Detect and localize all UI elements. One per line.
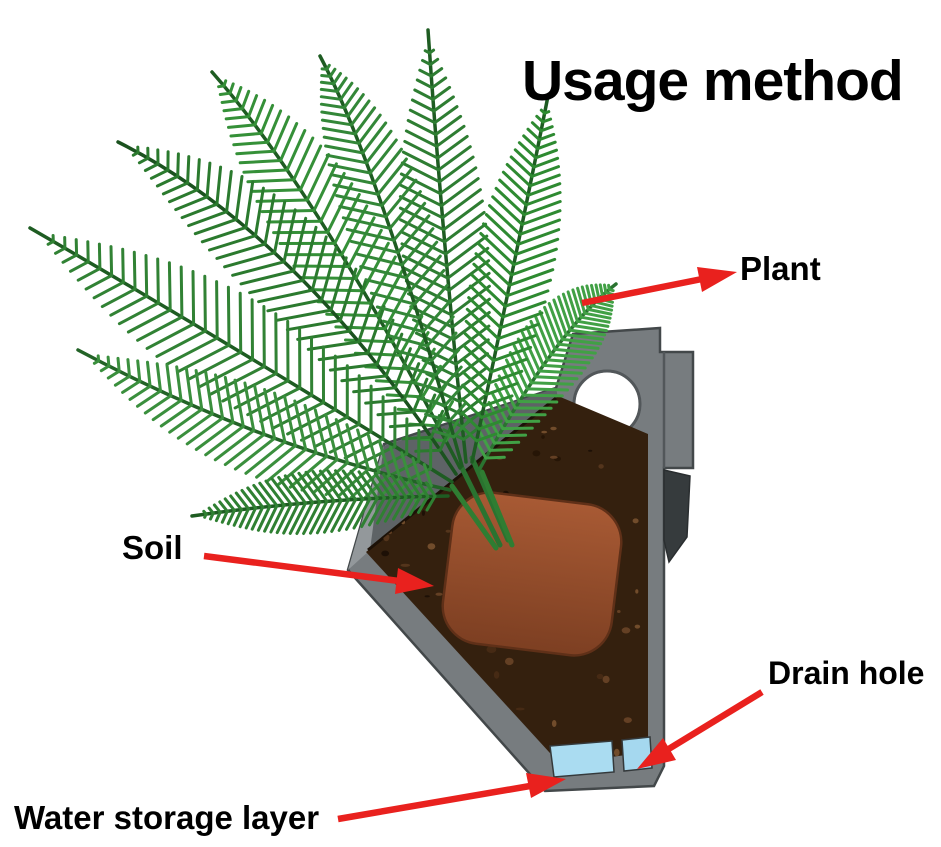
drain-hole-arrow bbox=[637, 689, 764, 769]
page-title: Usage method bbox=[522, 49, 904, 113]
root-ball bbox=[441, 491, 623, 657]
water-storage-annotation-label: Water storage layer bbox=[14, 799, 320, 836]
soil-annotation-label: Soil bbox=[122, 529, 183, 566]
plant-annotation-label: Plant bbox=[740, 250, 821, 287]
annotation-arrows bbox=[203, 267, 764, 823]
drain-hole-annotation-label: Drain hole bbox=[768, 655, 925, 691]
soil-arrow bbox=[203, 552, 434, 594]
water-storage-layer bbox=[549, 740, 615, 778]
pot-hook bbox=[663, 469, 691, 564]
soil-surface-line bbox=[367, 396, 557, 552]
plant-illustration bbox=[28, 28, 618, 551]
water-storage-arrow bbox=[337, 773, 566, 823]
plant-arrow bbox=[581, 267, 737, 307]
